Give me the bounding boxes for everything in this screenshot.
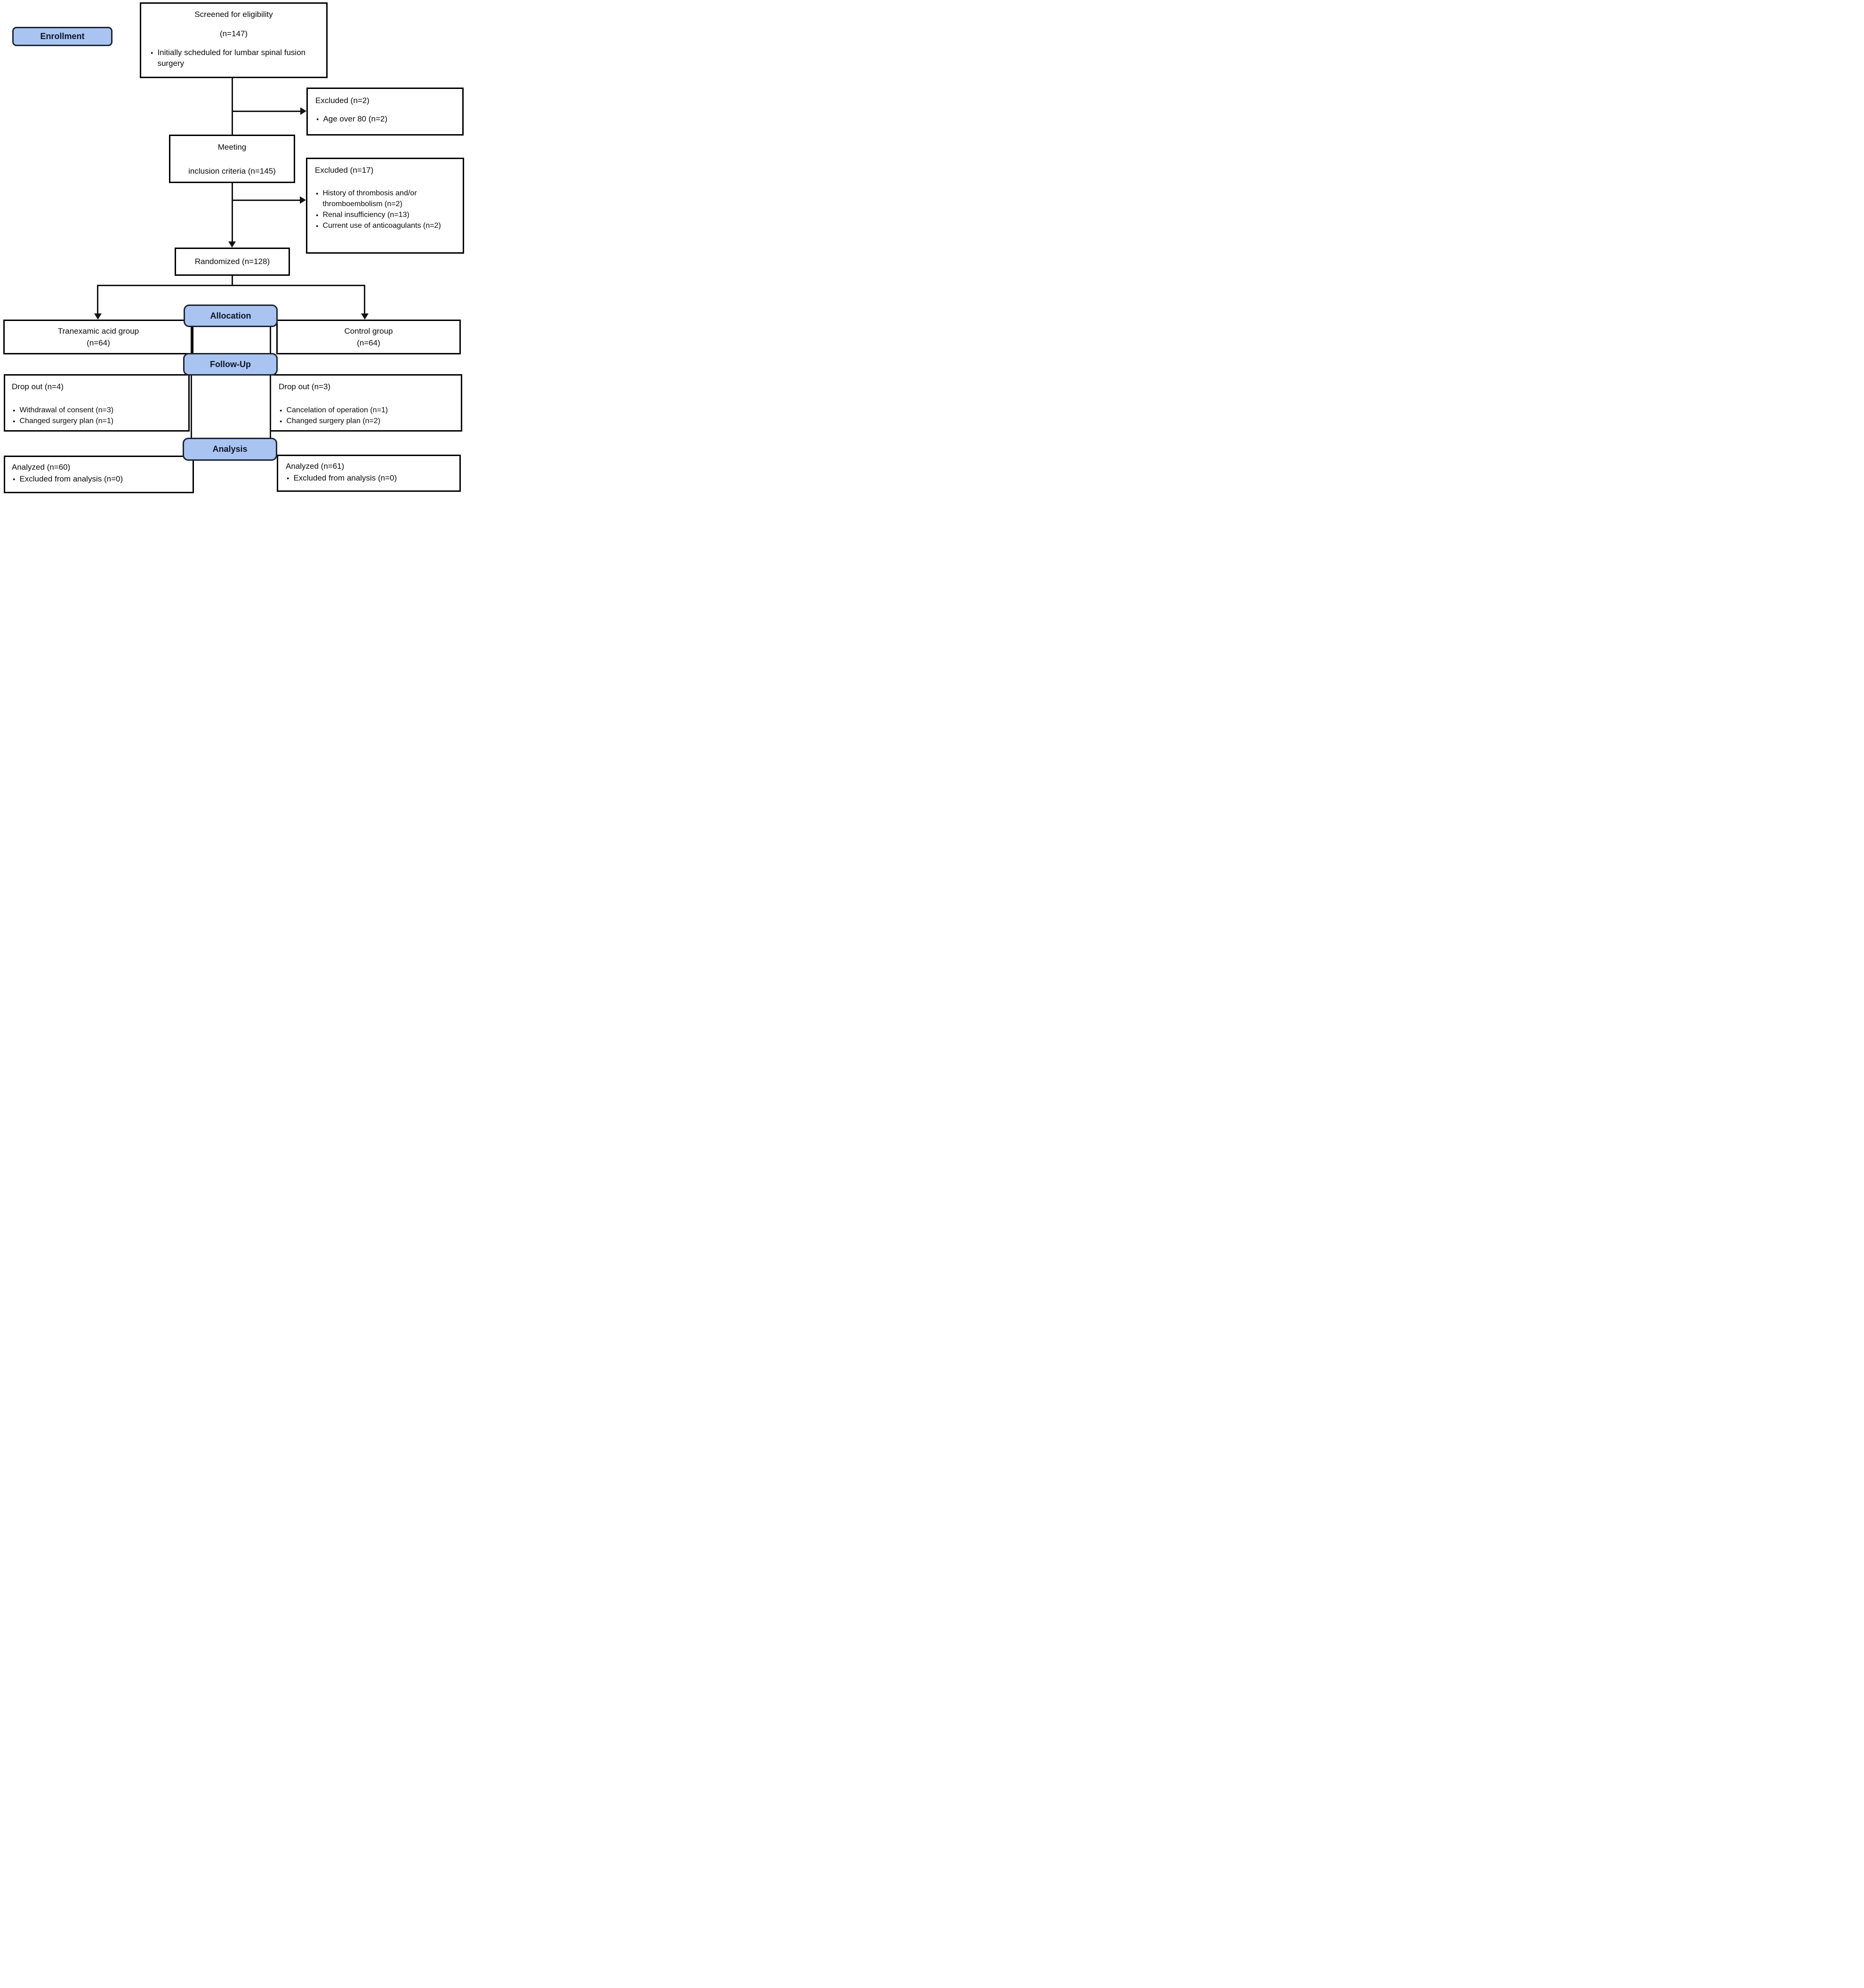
excluded-n17-title: Excluded (n=17) — [315, 166, 374, 175]
dropout-left-box: Drop out (n=4) ● Withdrawal of consent (… — [4, 374, 190, 432]
tranexamic-group-n: (n=64) — [87, 338, 110, 347]
control-group-n: (n=64) — [357, 338, 380, 347]
excluded-n17-bullet: ● Renal insufficiency (n=13) — [315, 209, 459, 220]
stage-enrollment: Enrollment — [12, 27, 112, 46]
bullet-dot-icon: ● — [316, 224, 319, 228]
stage-allocation-label: Allocation — [210, 311, 251, 321]
dropout-left-bullet-text: Withdrawal of consent (n=3) — [19, 406, 114, 414]
control-group-box: Control group (n=64) — [276, 320, 461, 354]
stage-analysis-label: Analysis — [212, 444, 248, 454]
stage-enrollment-label: Enrollment — [40, 32, 85, 41]
meeting-line1: Meeting — [217, 143, 247, 152]
excluded-n17-box: Excluded (n=17) ● History of thrombosis … — [306, 158, 464, 254]
dropout-right-bullet: ● Changed surgery plan (n=2) — [279, 416, 457, 426]
excluded-n2-title: Excluded (n=2) — [315, 96, 370, 105]
bullet-dot-icon: ● — [151, 50, 153, 55]
screened-n: (n=147) — [219, 29, 248, 38]
dropout-right-bullet-text: Cancelation of operation (n=1) — [286, 406, 388, 414]
connector-meeting-to-randomized-line — [232, 183, 233, 242]
arrowhead-excluded2-icon — [300, 196, 306, 204]
tranexamic-group-box: Tranexamic acid group (n=64) — [3, 320, 193, 354]
arrowhead-group-right-icon — [361, 313, 369, 320]
analyzed-right-title: Analyzed (n=61) — [286, 462, 345, 471]
excluded-n2-box: Excluded (n=2) ● Age over 80 (n=2) — [306, 88, 464, 136]
meeting-criteria-box: Meeting inclusion criteria (n=145) — [169, 135, 295, 183]
connector-screened-to-meeting-line — [232, 78, 233, 135]
bullet-dot-icon: ● — [316, 213, 319, 217]
analyzed-right-bullet-text: Excluded from analysis (n=0) — [293, 473, 397, 482]
bullet-dot-icon: ● — [13, 477, 16, 481]
randomized-label: Randomized (n=128) — [194, 257, 270, 266]
dropout-left-title: Drop out (n=4) — [12, 382, 64, 391]
stage-analysis: Analysis — [183, 438, 277, 461]
bullet-dot-icon: ● — [316, 191, 319, 196]
screened-title: Screened for eligibility — [194, 10, 273, 19]
randomized-box: Randomized (n=128) — [175, 248, 290, 276]
dropout-right-box: Drop out (n=3) ● Cancelation of operatio… — [270, 374, 462, 432]
analyzed-left-box: Analyzed (n=60) ● Excluded from analysis… — [4, 456, 194, 493]
corridor-left-line — [191, 311, 192, 456]
branch-right-drop-line — [364, 285, 365, 314]
dropout-right-bullet-text: Changed surgery plan (n=2) — [286, 417, 381, 425]
bullet-dot-icon: ● — [287, 476, 289, 481]
excluded-n17-bullet-text: Renal insufficiency (n=13) — [322, 211, 410, 219]
bullet-dot-icon: ● — [316, 117, 319, 121]
excluded-n17-bullet-text: History of thrombosis and/or thromboembo… — [322, 189, 417, 208]
connector-randomized-stem-line — [232, 276, 233, 286]
dropout-right-bullet: ● Cancelation of operation (n=1) — [279, 405, 457, 416]
analyzed-right-box: Analyzed (n=61) ● Excluded from analysis… — [277, 455, 461, 492]
meeting-line2: inclusion criteria (n=145) — [188, 167, 276, 176]
connector-to-excluded1-line — [232, 111, 301, 112]
stage-allocation: Allocation — [184, 305, 278, 327]
screened-bullet: ● Initially scheduled for lumbar spinal … — [150, 47, 318, 69]
analyzed-left-bullet-text: Excluded from analysis (n=0) — [19, 474, 123, 483]
dropout-left-bullet: ● Withdrawal of consent (n=3) — [12, 405, 185, 416]
consort-flow-diagram: Enrollment Screened for eligibility (n=1… — [0, 0, 466, 497]
excluded-n2-bullet: ● Age over 80 (n=2) — [315, 113, 458, 124]
screened-bullet-text: Initially scheduled for lumbar spinal fu… — [157, 48, 306, 68]
dropout-right-title: Drop out (n=3) — [279, 382, 331, 391]
bullet-dot-icon: ● — [13, 408, 16, 413]
arrowhead-group-left-icon — [94, 313, 102, 320]
dropout-left-bullet: ● Changed surgery plan (n=1) — [12, 416, 185, 426]
analyzed-left-title: Analyzed (n=60) — [12, 463, 71, 472]
dropout-left-bullet-text: Changed surgery plan (n=1) — [19, 417, 114, 425]
corridor-right-line — [270, 311, 271, 455]
excluded-n17-bullet: ● Current use of anticoagulants (n=2) — [315, 220, 459, 231]
analyzed-left-bullet: ● Excluded from analysis (n=0) — [12, 473, 189, 484]
arrowhead-excluded1-icon — [300, 107, 306, 115]
stage-followup: Follow-Up — [183, 353, 278, 376]
bullet-dot-icon: ● — [280, 408, 282, 413]
screened-box: Screened for eligibility (n=147) ● Initi… — [140, 2, 328, 78]
branch-horizontal-line — [97, 285, 365, 286]
excluded-n17-bullet: ● History of thrombosis and/or thromboem… — [315, 188, 459, 209]
bullet-dot-icon: ● — [280, 419, 282, 424]
arrowhead-randomized-icon — [228, 241, 236, 248]
analyzed-right-bullet: ● Excluded from analysis (n=0) — [286, 473, 456, 483]
excluded-n17-bullet-text: Current use of anticoagulants (n=2) — [322, 222, 441, 230]
connector-to-excluded2-line — [232, 200, 300, 201]
bullet-dot-icon: ● — [13, 419, 16, 424]
excluded-n2-bullet-text: Age over 80 (n=2) — [323, 114, 387, 123]
tranexamic-group-line1: Tranexamic acid group — [57, 326, 139, 336]
stage-followup-label: Follow-Up — [210, 359, 251, 369]
control-group-line1: Control group — [344, 326, 393, 336]
branch-left-drop-line — [97, 285, 98, 314]
